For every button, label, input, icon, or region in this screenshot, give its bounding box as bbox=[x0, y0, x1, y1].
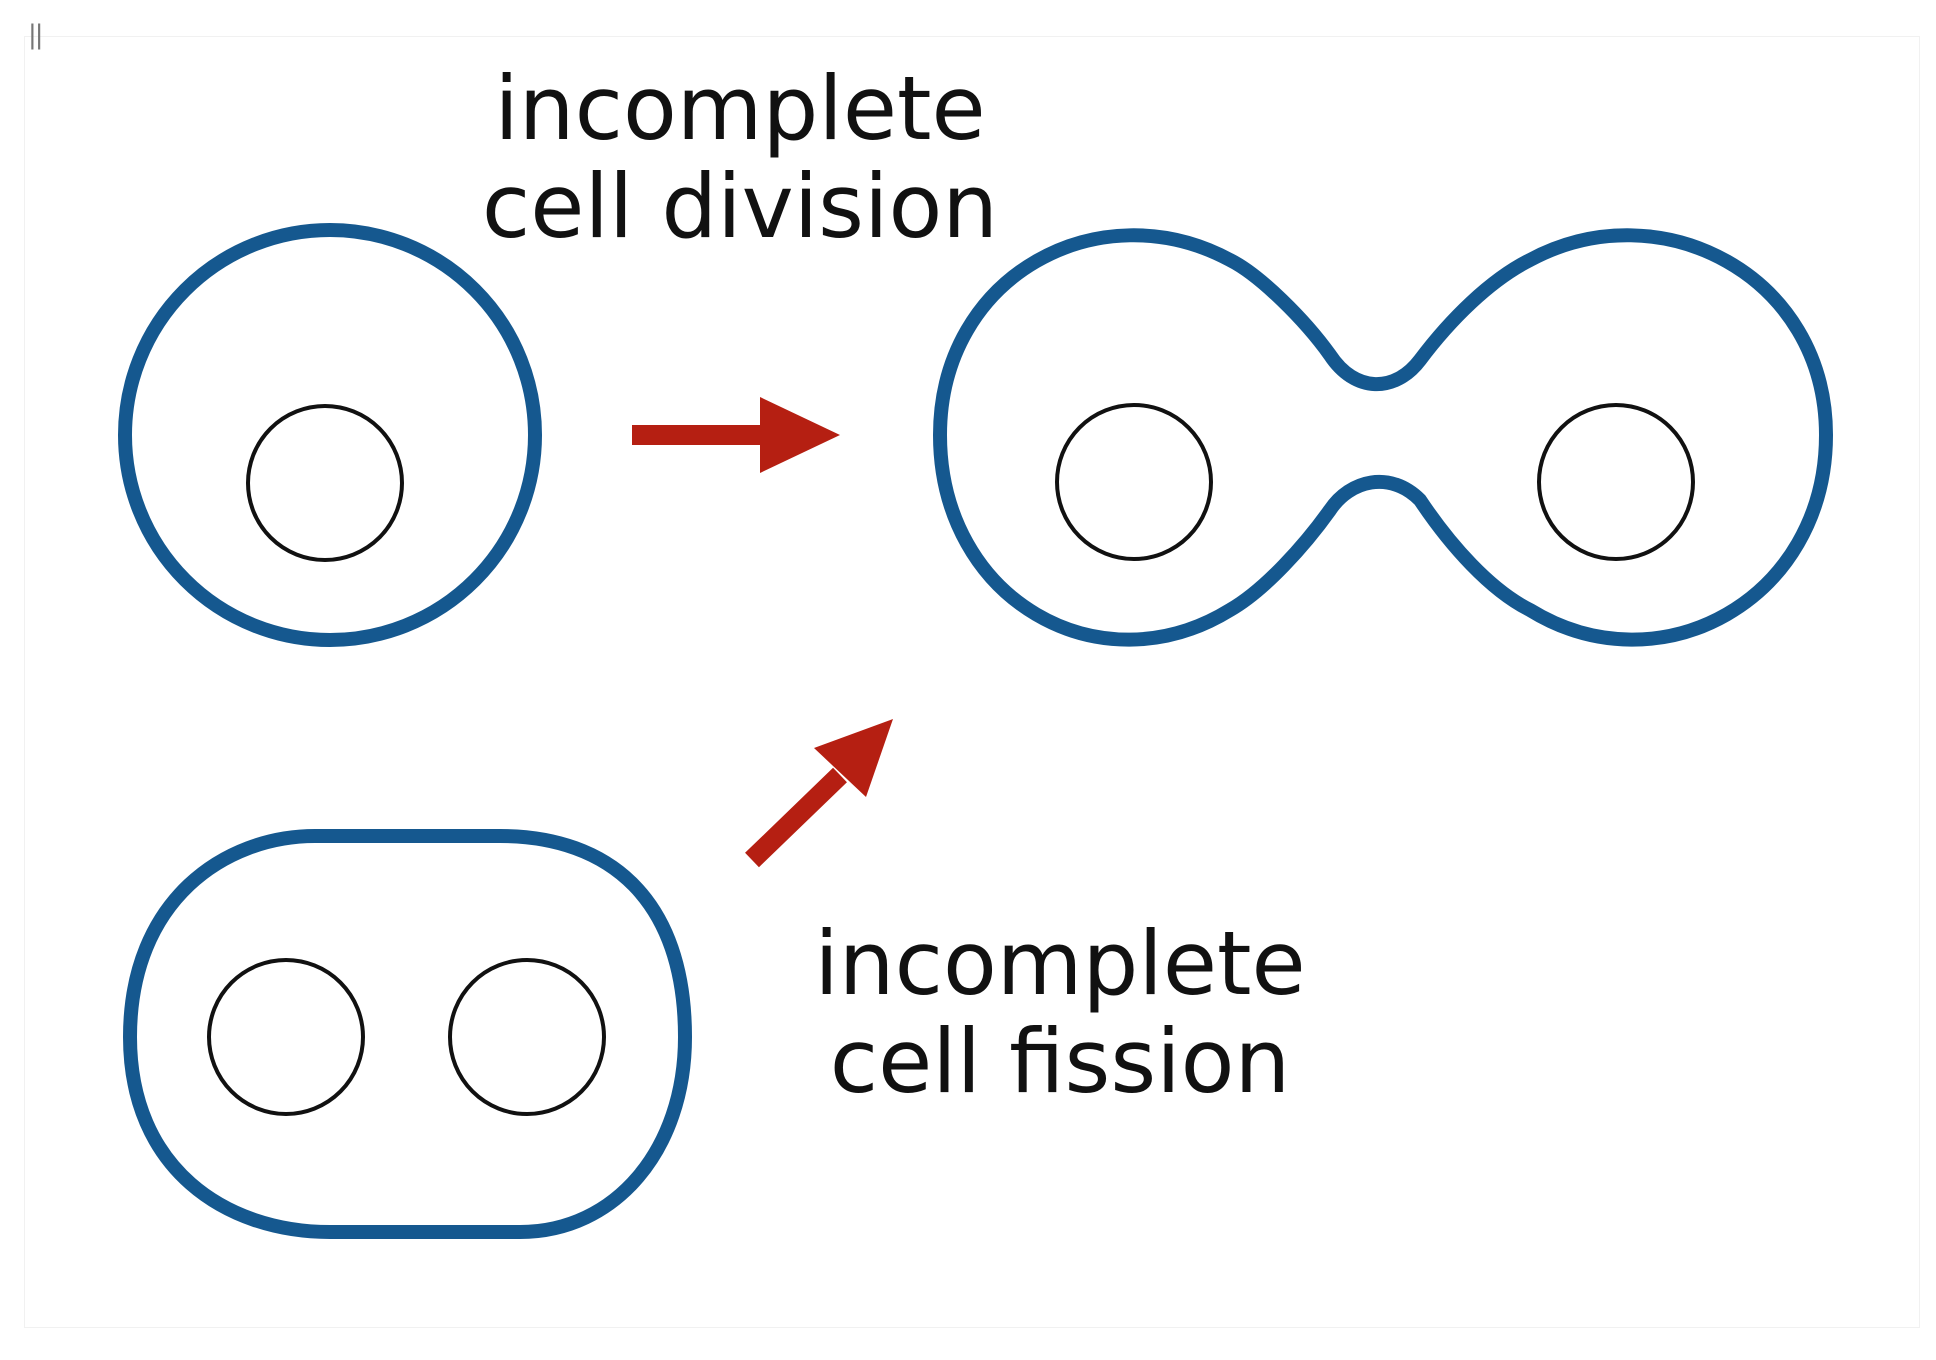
arrow-fission bbox=[745, 719, 893, 868]
corner-mark: || bbox=[28, 20, 43, 50]
binucleate-cell-nucleus-right bbox=[448, 958, 606, 1116]
label-incomplete-cell-fission: incomplete cell fission bbox=[780, 915, 1340, 1111]
arrow-division bbox=[632, 397, 840, 473]
label-division-line-1: incomplete bbox=[494, 57, 986, 160]
label-fission-line-2: cell fission bbox=[829, 1010, 1291, 1113]
single-cell-membrane bbox=[118, 223, 542, 647]
binucleate-cell-nucleus-left bbox=[207, 958, 365, 1116]
dividing-cell-nucleus-left bbox=[1055, 403, 1213, 561]
arrow-fission-head bbox=[814, 719, 893, 797]
label-division-line-2: cell division bbox=[481, 155, 999, 258]
binucleate-cell bbox=[122, 829, 693, 1239]
single-cell bbox=[118, 223, 542, 647]
dividing-cell-nucleus-right bbox=[1537, 403, 1695, 561]
dividing-cell bbox=[933, 228, 1833, 647]
diagram-frame bbox=[24, 36, 1920, 1328]
arrow-division-head bbox=[760, 397, 840, 473]
arrow-fission-shaft bbox=[745, 767, 847, 868]
single-cell-nucleus bbox=[246, 404, 404, 562]
label-fission-line-1: incomplete bbox=[814, 912, 1306, 1015]
binucleate-cell-membrane bbox=[122, 829, 693, 1239]
label-incomplete-cell-division: incomplete cell division bbox=[440, 60, 1040, 256]
dividing-cell-membrane bbox=[933, 228, 1833, 647]
